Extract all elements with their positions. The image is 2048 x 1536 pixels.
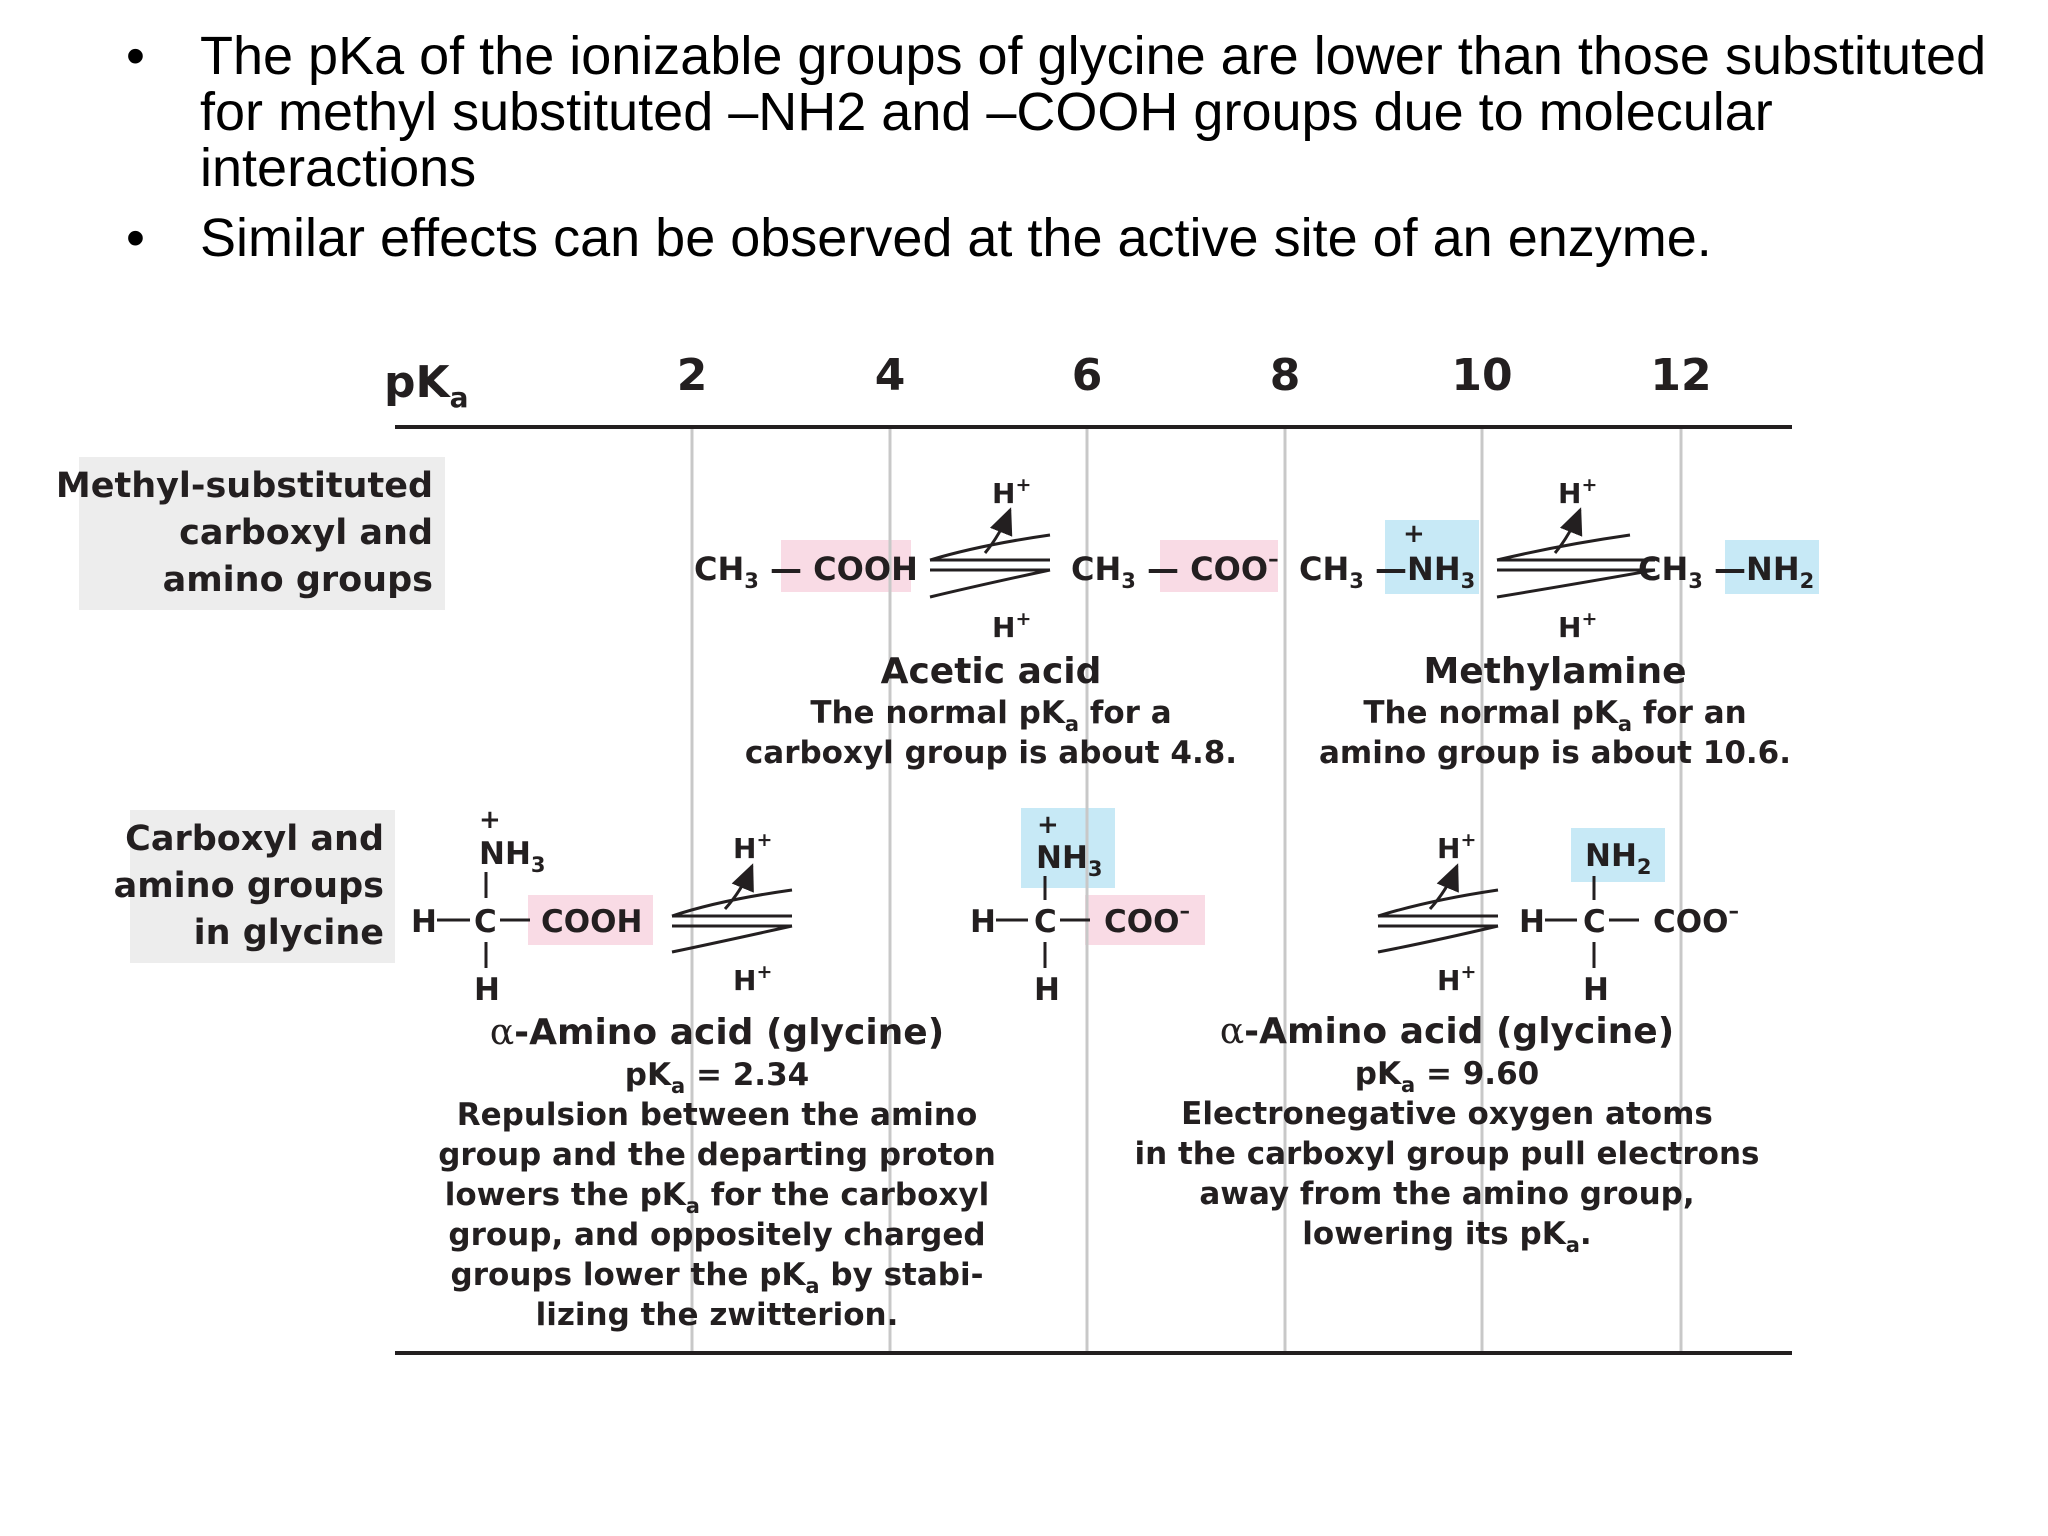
caption-line: pKa = 2.34 [625,1057,809,1098]
charge-label: + [1037,810,1059,840]
glycine-right-hplus-bottom: H+ [1437,961,1476,997]
caption-line: The normal pKa for a [810,695,1171,736]
caption-line: groups lower the pKa by stabi- [451,1257,984,1298]
acetic-hplus-bottom: H+ [992,608,1031,644]
bullet-text: Similar effects can be observed at the a… [200,208,1712,268]
atom-label: H [411,904,437,940]
atom-label: H [1519,904,1545,940]
caption-line: lowers the pKa for the carboxyl [445,1177,989,1218]
coo-label: COO– [1653,899,1739,940]
atom-label: H [1583,972,1609,1008]
atom-label: H [970,904,996,940]
glycine-left-hplus-bottom: H+ [733,961,772,997]
caption-line: lizing the zwitterion. [536,1297,899,1333]
tick-label: 4 [875,350,906,401]
acetate-coo-highlight [1160,540,1278,592]
gridlines [690,429,1683,1351]
glycine-left-hplus-top: H+ [733,829,772,865]
nh2-label: NH2 [1585,838,1652,879]
zwitterion-nh3-highlight [1021,808,1115,888]
caption-line: away from the amino group, [1199,1176,1694,1212]
tick-label: 10 [1451,350,1512,401]
zwitterion-coo-highlight [1085,895,1205,945]
tick-label: 12 [1650,350,1711,401]
caption-line: in the carboxyl group pull electrons [1135,1136,1760,1172]
methylamine-equilibrium-arrows [1496,507,1656,599]
caption-line: group, and oppositely charged [448,1217,985,1253]
row2-label-line: amino groups [114,866,384,906]
bullet-dot-icon: • [126,26,145,86]
row2-label-line: Carboxyl and [125,819,384,859]
caption-line: lowering its pKa. [1302,1216,1591,1257]
glycinate-structure: NH2 H C COO– H [1519,838,1739,1008]
axis-label: pKa [384,357,469,414]
tick-label: 8 [1270,350,1301,401]
tick-label: 2 [677,350,708,401]
atom-label: H [1034,972,1060,1008]
atom-label: C [1583,904,1606,940]
caption-line: Repulsion between the amino [457,1097,978,1133]
coo-label: COO– [1104,899,1190,940]
methylamine-caption: Methylamine The normal pKa for an amino … [1319,651,1791,771]
acetic-caption: Acetic acid The normal pKa for a carboxy… [745,651,1237,771]
caption-line: The normal pKa for an [1363,695,1746,736]
caption-title: Acetic acid [881,651,1102,692]
row2-label-line: in glycine [194,913,384,953]
caption-line: Electronegative oxygen atoms [1181,1096,1713,1132]
charge-label: + [479,805,501,835]
glycine-right-hplus-top: H+ [1437,829,1476,865]
row1-label-bg [79,457,445,610]
methylamine-hplus-top: H+ [1558,474,1597,510]
atom-label: C [474,904,497,940]
methylammonium-formula: CH3 —NH3 [1299,550,1475,593]
acetate-formula: CH3 — COO– [1071,547,1279,593]
acetic-equilibrium-arrows [929,507,1051,599]
caption-line: group and the departing proton [438,1137,996,1173]
caption-title: Methylamine [1423,651,1686,692]
row1-label: Methyl-substituted carboxyl and amino gr… [56,466,433,600]
methylammonium-highlight [1385,520,1479,594]
acetic-acid-formula: CH3 — COOH [694,550,918,593]
caption-line: carboxyl group is about 4.8. [745,735,1237,771]
methylamine-formula: CH3 —NH2 [1638,550,1814,593]
acetic-hplus-top: H+ [992,474,1031,510]
tick-labels: 2 4 6 8 10 12 [677,350,1712,401]
atom-label: C [1034,904,1057,940]
caption-line: amino group is about 10.6. [1319,735,1791,771]
glycinate-nh2-highlight [1571,828,1665,882]
row1-label-line: carboxyl and [179,513,433,553]
row2-label-bg [130,810,395,963]
caption-title: α-Amino acid (glycine) [1220,1011,1674,1052]
cooh-label: COOH [541,904,642,940]
glycine-left-caption: α-Amino acid (glycine) pKa = 2.34 Repuls… [438,1012,996,1333]
glycine-cation-structure: + NH3 H C COOH H [411,805,642,1008]
glycine-right-equilibrium-arrows [1377,863,1499,954]
nh3-label: NH3 [1036,840,1103,881]
row2-label: Carboxyl and amino groups in glycine [114,819,384,953]
caption-title: α-Amino acid (glycine) [490,1012,944,1053]
bullet-list: • The pKa of the ionizable groups of gly… [118,28,1998,280]
bullet-item: • The pKa of the ionizable groups of gly… [118,28,1998,196]
methylamine-hplus-bottom: H+ [1558,608,1597,644]
nh3-label: NH3 [479,836,546,877]
glycine-zwitterion-structure: + NH3 H C COO– H [970,810,1190,1008]
glycine-left-equilibrium-arrows [671,863,793,954]
glycine-cooh-highlight [528,895,653,945]
caption-line: pKa = 9.60 [1355,1056,1539,1097]
atom-label: H [474,972,500,1008]
bullet-text: The pKa of the ionizable groups of glyci… [200,26,1987,198]
methylammonium-charge: + [1403,519,1425,549]
tick-label: 6 [1072,350,1103,401]
row1-label-line: amino groups [163,560,433,600]
glycine-right-caption: α-Amino acid (glycine) pKa = 9.60 Electr… [1135,1011,1760,1257]
bullet-item: • Similar effects can be observed at the… [118,210,1998,266]
bullet-dot-icon: • [126,208,145,268]
row1-label-line: Methyl-substituted [56,466,433,506]
methylamine-nh2-highlight [1725,540,1819,594]
